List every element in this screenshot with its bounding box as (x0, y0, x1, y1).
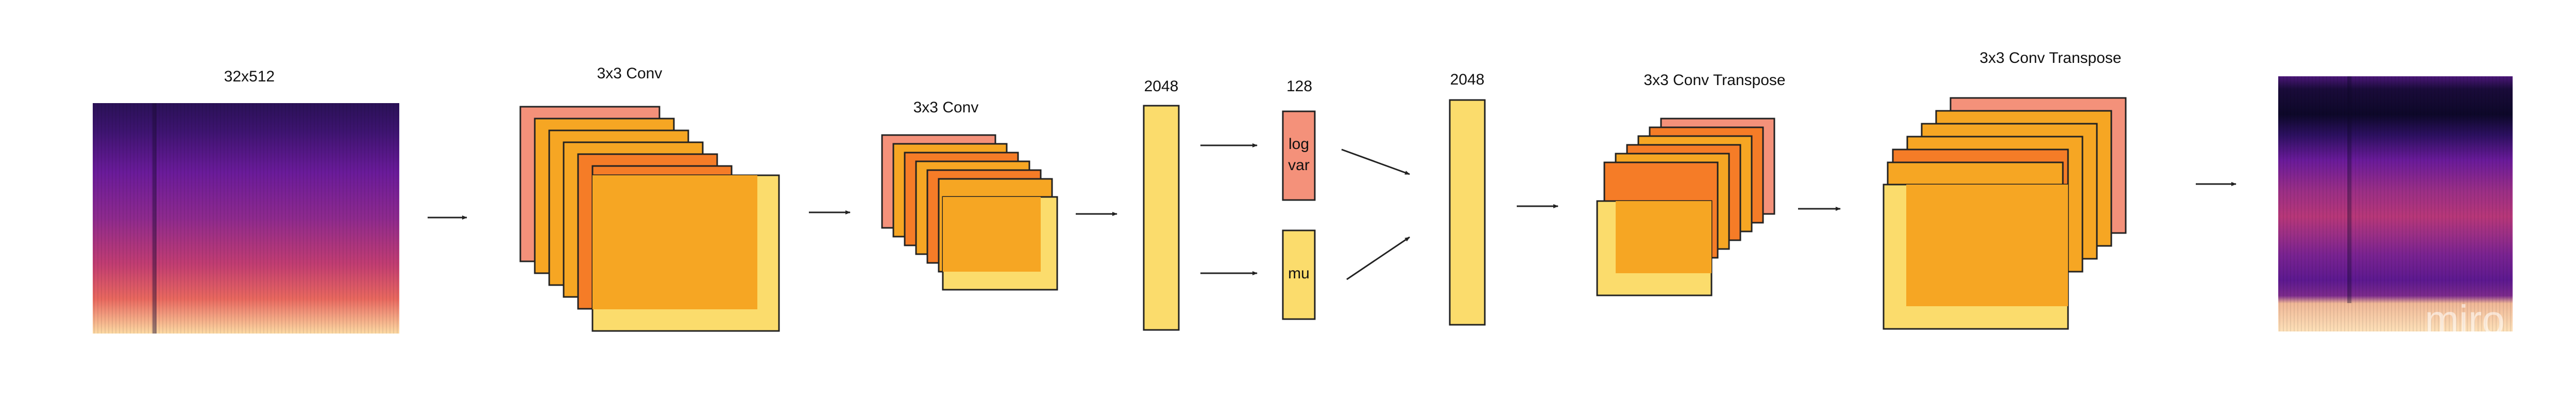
arrow-mu-to-decoder (1346, 236, 1410, 280)
encoder-dense-block (1143, 105, 1180, 331)
logvar-block (1282, 110, 1316, 201)
encoder-dense-size-label: 2048 (1144, 78, 1179, 95)
logvar-label-line1: log (1289, 136, 1309, 153)
decoder-deconv1-stack (1596, 118, 1775, 296)
decoder-deconv2-stack (1883, 97, 2127, 330)
logvar-label-line2: var (1288, 157, 1310, 174)
encoder-conv2-stack (881, 134, 1058, 291)
output-spectrogram-image (2278, 76, 2513, 331)
decoder-dense-block (1449, 99, 1486, 326)
mu-label: mu (1288, 265, 1310, 282)
latent-size-label: 128 (1286, 78, 1312, 95)
decoder-deconv1-label: 3x3 Conv Transpose (1643, 72, 1785, 89)
decoder-dense-size-label: 2048 (1450, 71, 1485, 88)
encoder-conv1-stack (519, 106, 780, 332)
mu-block (1282, 229, 1316, 320)
arrow-logvar-to-decoder (1341, 148, 1410, 175)
input-size-label: 32x512 (224, 68, 275, 85)
encoder-conv1-label: 3x3 Conv (597, 65, 663, 82)
decoder-deconv2-label: 3x3 Conv Transpose (1979, 49, 2121, 66)
encoder-conv2-label: 3x3 Conv (913, 99, 979, 116)
input-spectrogram-image (93, 103, 399, 334)
miro-watermark: miro (2425, 297, 2505, 343)
